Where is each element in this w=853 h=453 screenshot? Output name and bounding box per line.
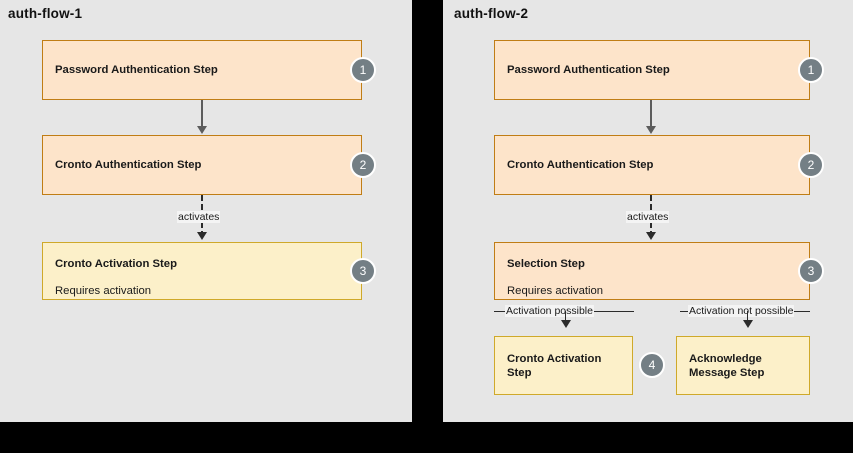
panel-title-auth-flow-1: auth-flow-1 — [8, 6, 83, 21]
flow-arrowhead-activates — [646, 232, 656, 240]
flow-node-title: Cronto Authentication Step — [55, 159, 202, 171]
flow-edge-label-activates: activates — [626, 211, 670, 223]
flow-node-password-authentication-step[interactable]: Password Authentication Step — [494, 40, 810, 100]
flow-panel-auth-flow-1: auth-flow-1 Password Authentication Step… — [0, 0, 412, 422]
flow-arrowhead-pw-to-cronto — [197, 126, 207, 134]
panel-title-auth-flow-2: auth-flow-2 — [454, 6, 529, 21]
flow-node-title: Cronto Activation Step — [55, 258, 177, 270]
flow-panel-auth-flow-2: auth-flow-2 Password Authentication Step… — [443, 0, 853, 422]
flow-node-cronto-authentication-step[interactable]: Cronto Authentication Step — [494, 135, 810, 195]
flow-node-badge-2: 2 — [798, 152, 824, 178]
flow-node-title: Selection Step — [507, 258, 585, 270]
flow-node-subtitle: Requires activation — [55, 285, 152, 297]
flow-node-badge-1: 1 — [798, 57, 824, 83]
flow-node-badge-2: 2 — [350, 152, 376, 178]
flow-arrowhead-activates — [197, 232, 207, 240]
flow-node-title: Cronto Authentication Step — [507, 159, 654, 171]
flow-node-acknowledge-message-step[interactable]: Acknowledge Message Step — [676, 336, 810, 395]
flow-node-badge-4: 4 — [639, 352, 665, 378]
flow-node-cronto-activation-step[interactable]: Cronto Activation Step Requires activati… — [42, 242, 362, 300]
flow-node-subtitle: Requires activation — [507, 285, 604, 297]
flow-branch-stem-right — [747, 311, 748, 325]
flow-node-badge-1: 1 — [350, 57, 376, 83]
flow-node-badge-3: 3 — [350, 258, 376, 284]
flow-node-badge-3: 3 — [798, 258, 824, 284]
flow-node-selection-step[interactable]: Selection Step Requires activation — [494, 242, 810, 300]
flow-arrowhead-pw-to-cronto — [646, 126, 656, 134]
flow-edge-solid-pw-to-cronto — [650, 100, 652, 128]
flow-edge-label-activation-possible: Activation possible — [505, 305, 594, 317]
flow-edge-solid-pw-to-cronto — [201, 100, 203, 128]
flow-arrowhead-activation-possible — [561, 320, 571, 328]
flow-node-title: Password Authentication Step — [55, 64, 218, 76]
flow-branch-stem-left — [565, 311, 566, 325]
flow-edge-label-activates: activates — [177, 211, 221, 223]
flow-node-password-authentication-step[interactable]: Password Authentication Step — [42, 40, 362, 100]
flow-arrowhead-activation-not-possible — [743, 320, 753, 328]
flow-edge-label-activation-not-possible: Activation not possible — [688, 305, 795, 317]
flow-node-title: Cronto Activation Step — [507, 352, 602, 379]
flow-node-cronto-authentication-step[interactable]: Cronto Authentication Step — [42, 135, 362, 195]
flow-node-cronto-activation-step[interactable]: Cronto Activation Step — [494, 336, 633, 395]
flow-node-title: Password Authentication Step — [507, 64, 670, 76]
flow-node-title: Acknowledge Message Step — [689, 352, 765, 379]
